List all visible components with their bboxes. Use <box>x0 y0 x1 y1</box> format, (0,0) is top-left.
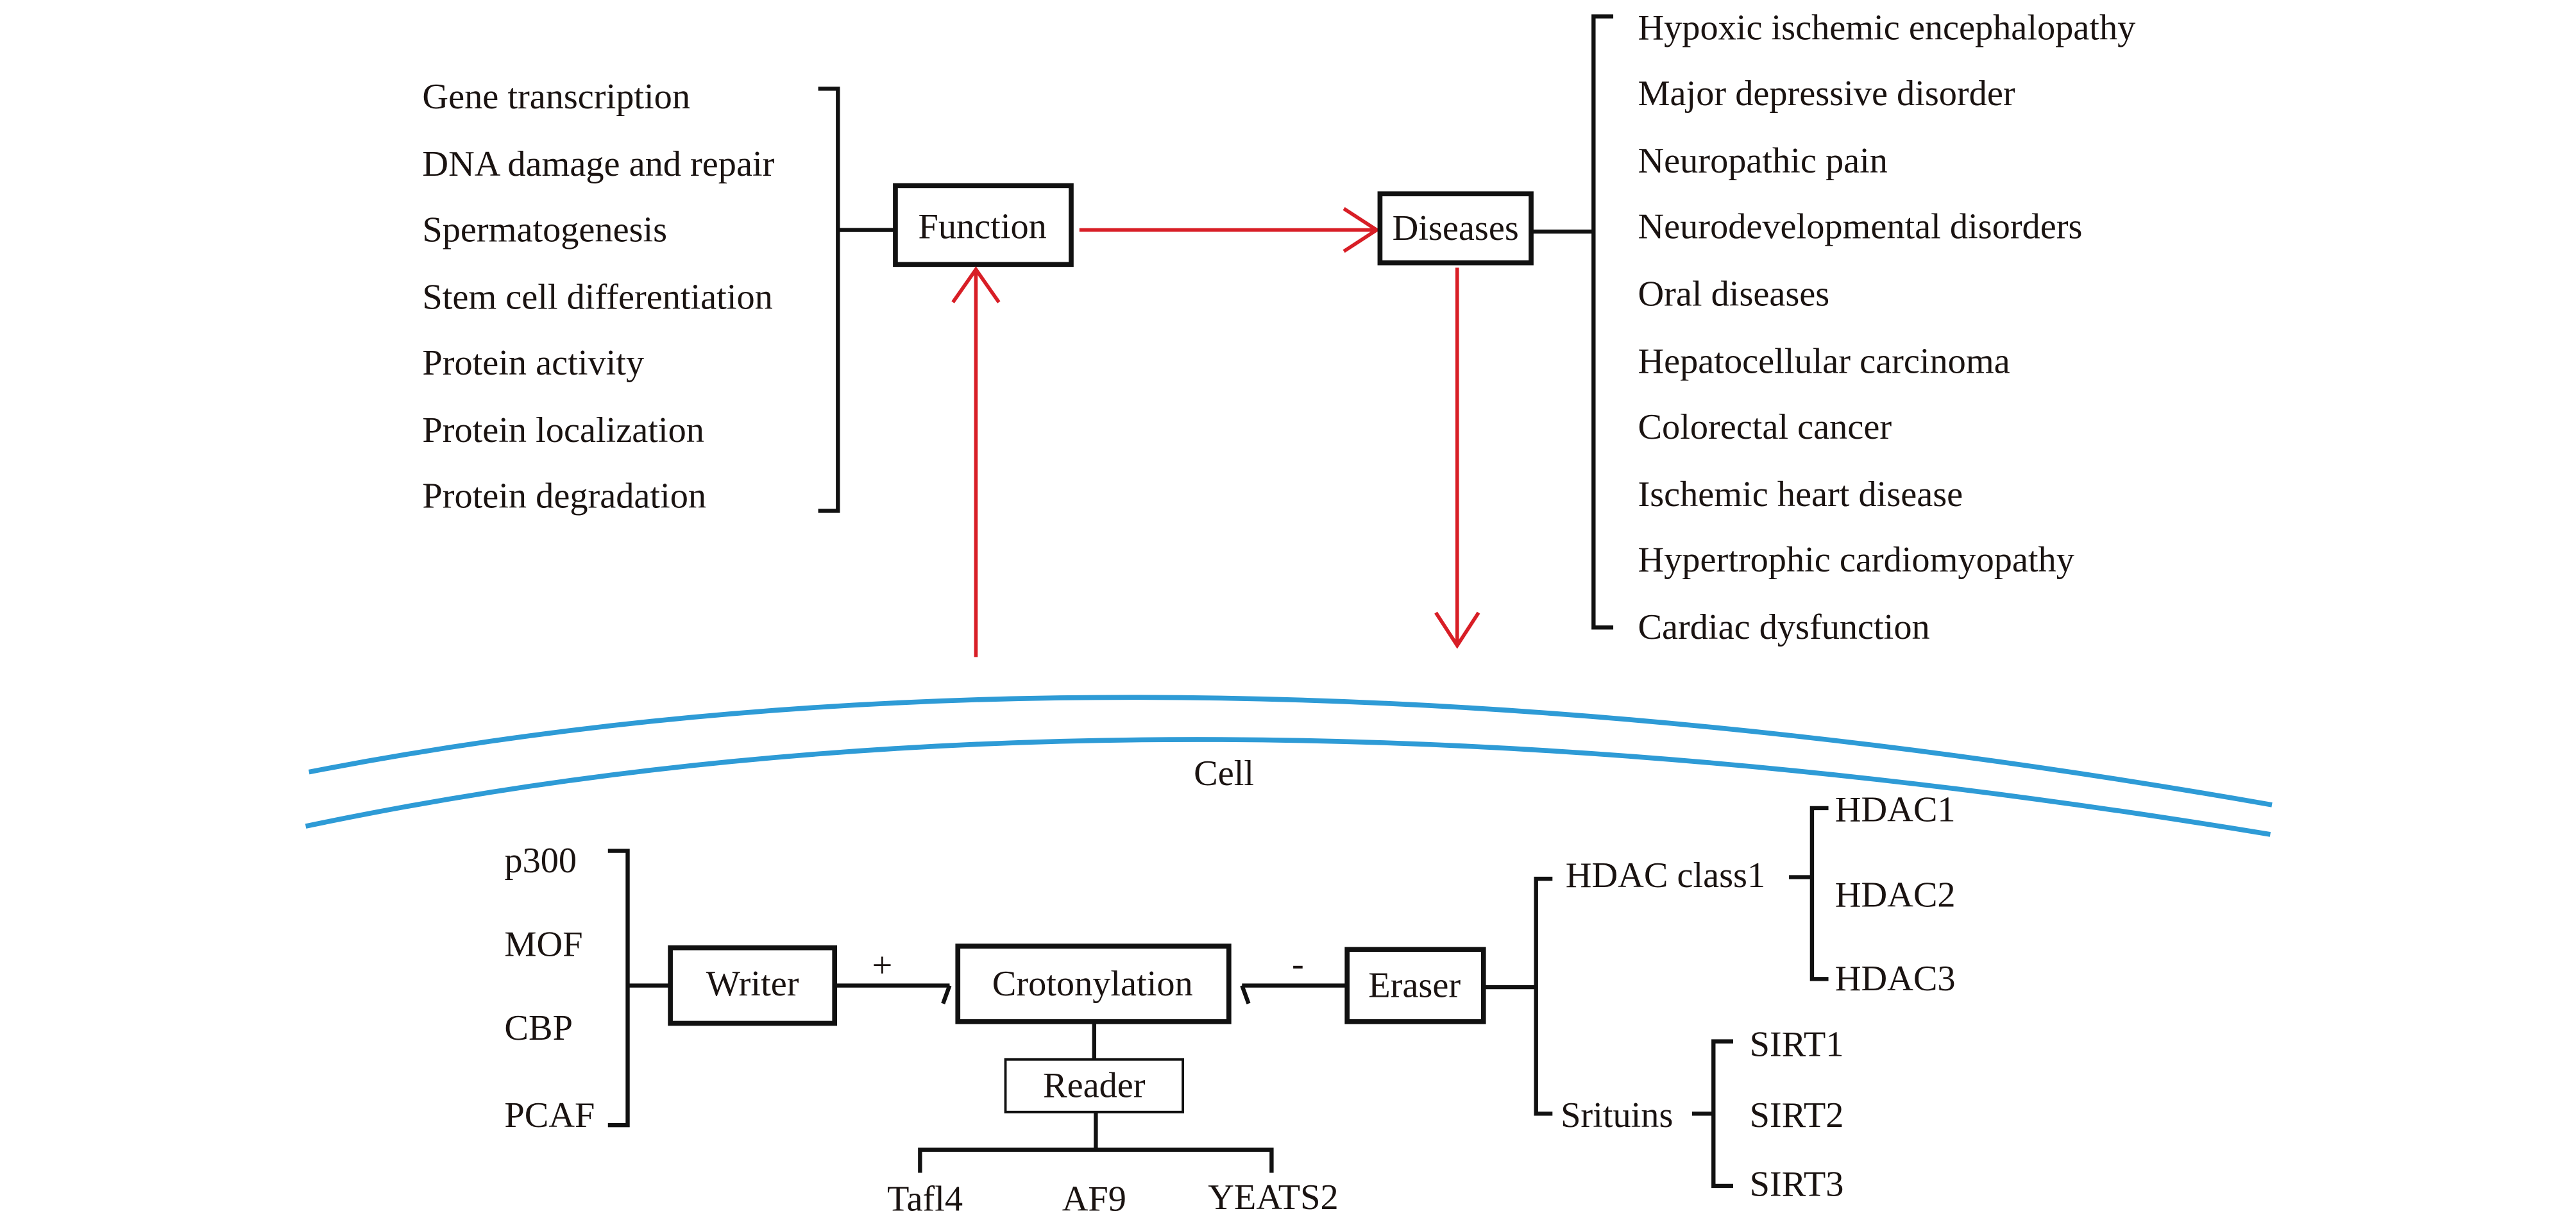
function-item: Protein localization <box>422 410 704 450</box>
eraser-bracket <box>1534 876 1553 1116</box>
arrowhead-icon <box>951 266 1001 303</box>
reader-box-rect <box>1004 1058 1185 1113</box>
arrow-function-to-diseases <box>1079 207 1380 253</box>
reader-box[interactable]: Reader <box>1004 1058 1185 1113</box>
diseases-box-label: Diseases <box>1393 208 1519 248</box>
arrow-diseases-to-cell <box>1434 267 1480 649</box>
function-item: Spermatogenesis <box>422 210 667 250</box>
writer-list: p300 MOF CBP PCAF <box>504 841 595 1135</box>
activation-sign: + <box>872 946 893 986</box>
reader-box-label: Reader <box>1043 1066 1146 1106</box>
function-list: Gene transcription DNA damage and repair… <box>422 77 774 516</box>
reader-bracket <box>918 1147 1274 1173</box>
writer-item: p300 <box>504 841 577 881</box>
diseases-box-rect <box>1377 191 1534 266</box>
hdac-class1-group: HDAC class1 HDAC1 HDAC2 HDAC3 <box>1566 790 1956 999</box>
arrowhead-icon <box>1434 611 1480 649</box>
cell-label: Cell <box>1194 754 1254 793</box>
reader-item: Tafl4 <box>887 1179 963 1219</box>
disease-item: Cardiac dysfunction <box>1638 607 1929 647</box>
function-item: Gene transcription <box>422 77 690 117</box>
eraser-box-label: Eraser <box>1368 965 1461 1005</box>
writer-bracket <box>607 849 630 1128</box>
disease-item: Oral diseases <box>1638 274 1829 314</box>
function-item: Stem cell differentiation <box>422 277 772 317</box>
crotonylation-box-label: Crotonylation <box>992 964 1193 1004</box>
diseases-box[interactable]: Diseases <box>1377 191 1534 266</box>
writer-box-rect <box>668 945 838 1026</box>
function-box-label: Function <box>919 207 1047 246</box>
membrane-outer-line <box>308 695 2273 808</box>
eraser-to-crotonylation-link: - <box>1240 944 1348 1004</box>
arrow-cell-to-function <box>951 266 1001 657</box>
diseases-list: Hypoxic ischemic encephalopathy Major de… <box>1638 8 2135 647</box>
function-box[interactable]: Function <box>893 183 1074 267</box>
sirtuins-group: Srituins SIRT1 SIRT2 SIRT3 <box>1561 1025 1843 1205</box>
hdac-bracket <box>1809 806 1829 981</box>
reader-list: Tafl4 AF9 YEATS2 <box>887 1178 1339 1219</box>
membrane-inner-line <box>305 737 2271 837</box>
writer-box-label: Writer <box>706 964 799 1004</box>
sirtuins-label: Srituins <box>1561 1096 1673 1135</box>
hdac-class1-label: HDAC class1 <box>1566 856 1765 895</box>
cell-membrane <box>305 695 2273 837</box>
disease-item: Neurodevelopmental disorders <box>1638 207 2082 246</box>
sirt-item: SIRT2 <box>1750 1096 1844 1135</box>
arrowhead-icon <box>1343 207 1380 253</box>
reader-item: AF9 <box>1062 1179 1126 1219</box>
disease-item: Hypertrophic cardiomyopathy <box>1638 540 2074 580</box>
crotonylation-box[interactable]: Crotonylation <box>955 944 1232 1024</box>
hdac-item: HDAC2 <box>1835 876 1956 915</box>
disease-item: Hepatocellular carcinoma <box>1638 341 2010 381</box>
writer-item: MOF <box>504 924 582 964</box>
disease-item: Ischemic heart disease <box>1638 475 1963 514</box>
writer-item: CBP <box>504 1008 572 1048</box>
sirt-item: SIRT3 <box>1750 1164 1844 1204</box>
sirt-item: SIRT1 <box>1750 1025 1844 1065</box>
function-item: DNA damage and repair <box>422 144 774 184</box>
disease-item: Hypoxic ischemic encephalopathy <box>1638 8 2135 47</box>
disease-item: Colorectal cancer <box>1638 407 1892 447</box>
writer-item: PCAF <box>504 1096 595 1135</box>
crotonylation-box-rect <box>955 944 1232 1024</box>
function-box-rect <box>893 183 1074 267</box>
eraser-box-rect <box>1344 947 1486 1024</box>
function-item: Protein degradation <box>422 476 706 516</box>
hdac-item: HDAC3 <box>1835 959 1956 999</box>
writer-box[interactable]: Writer <box>668 945 838 1026</box>
link-hook-icon <box>941 985 952 1004</box>
eraser-box[interactable]: Eraser <box>1344 947 1486 1024</box>
hdac-item: HDAC1 <box>1835 790 1956 829</box>
function-bracket <box>818 87 840 513</box>
link-hook-icon <box>1240 985 1251 1004</box>
inhibition-sign: - <box>1292 944 1304 984</box>
disease-item: Neuropathic pain <box>1638 141 1887 181</box>
function-item: Protein activity <box>422 343 644 383</box>
diseases-bracket <box>1591 14 1614 630</box>
sirt-bracket <box>1711 1039 1734 1189</box>
reader-item: YEATS2 <box>1208 1178 1338 1217</box>
writer-to-crotonylation-link: + <box>835 946 952 1004</box>
disease-item: Major depressive disorder <box>1638 74 2015 114</box>
